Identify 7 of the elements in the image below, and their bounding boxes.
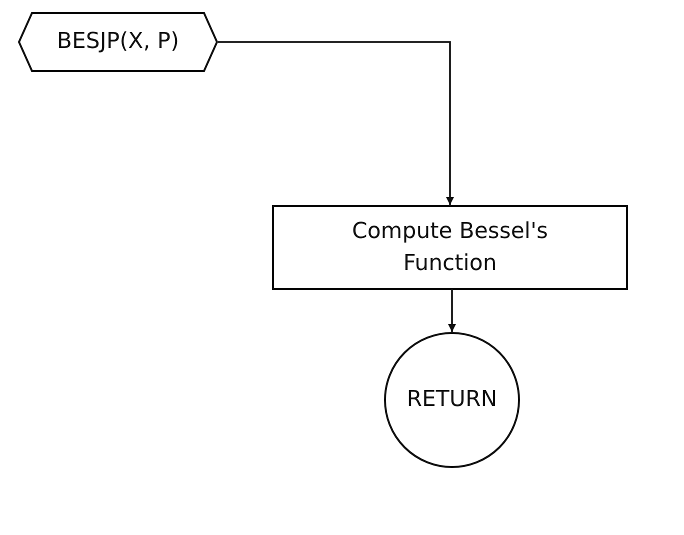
node-label: BESJP(X, P) — [56, 28, 180, 56]
node-label: RETURN — [406, 386, 498, 414]
subroutine-hexagon — [18, 12, 218, 72]
node-label: Compute Bessel's Function — [350, 218, 550, 278]
arrow — [218, 41, 454, 205]
process-box — [272, 205, 628, 290]
arrow — [448, 290, 456, 332]
